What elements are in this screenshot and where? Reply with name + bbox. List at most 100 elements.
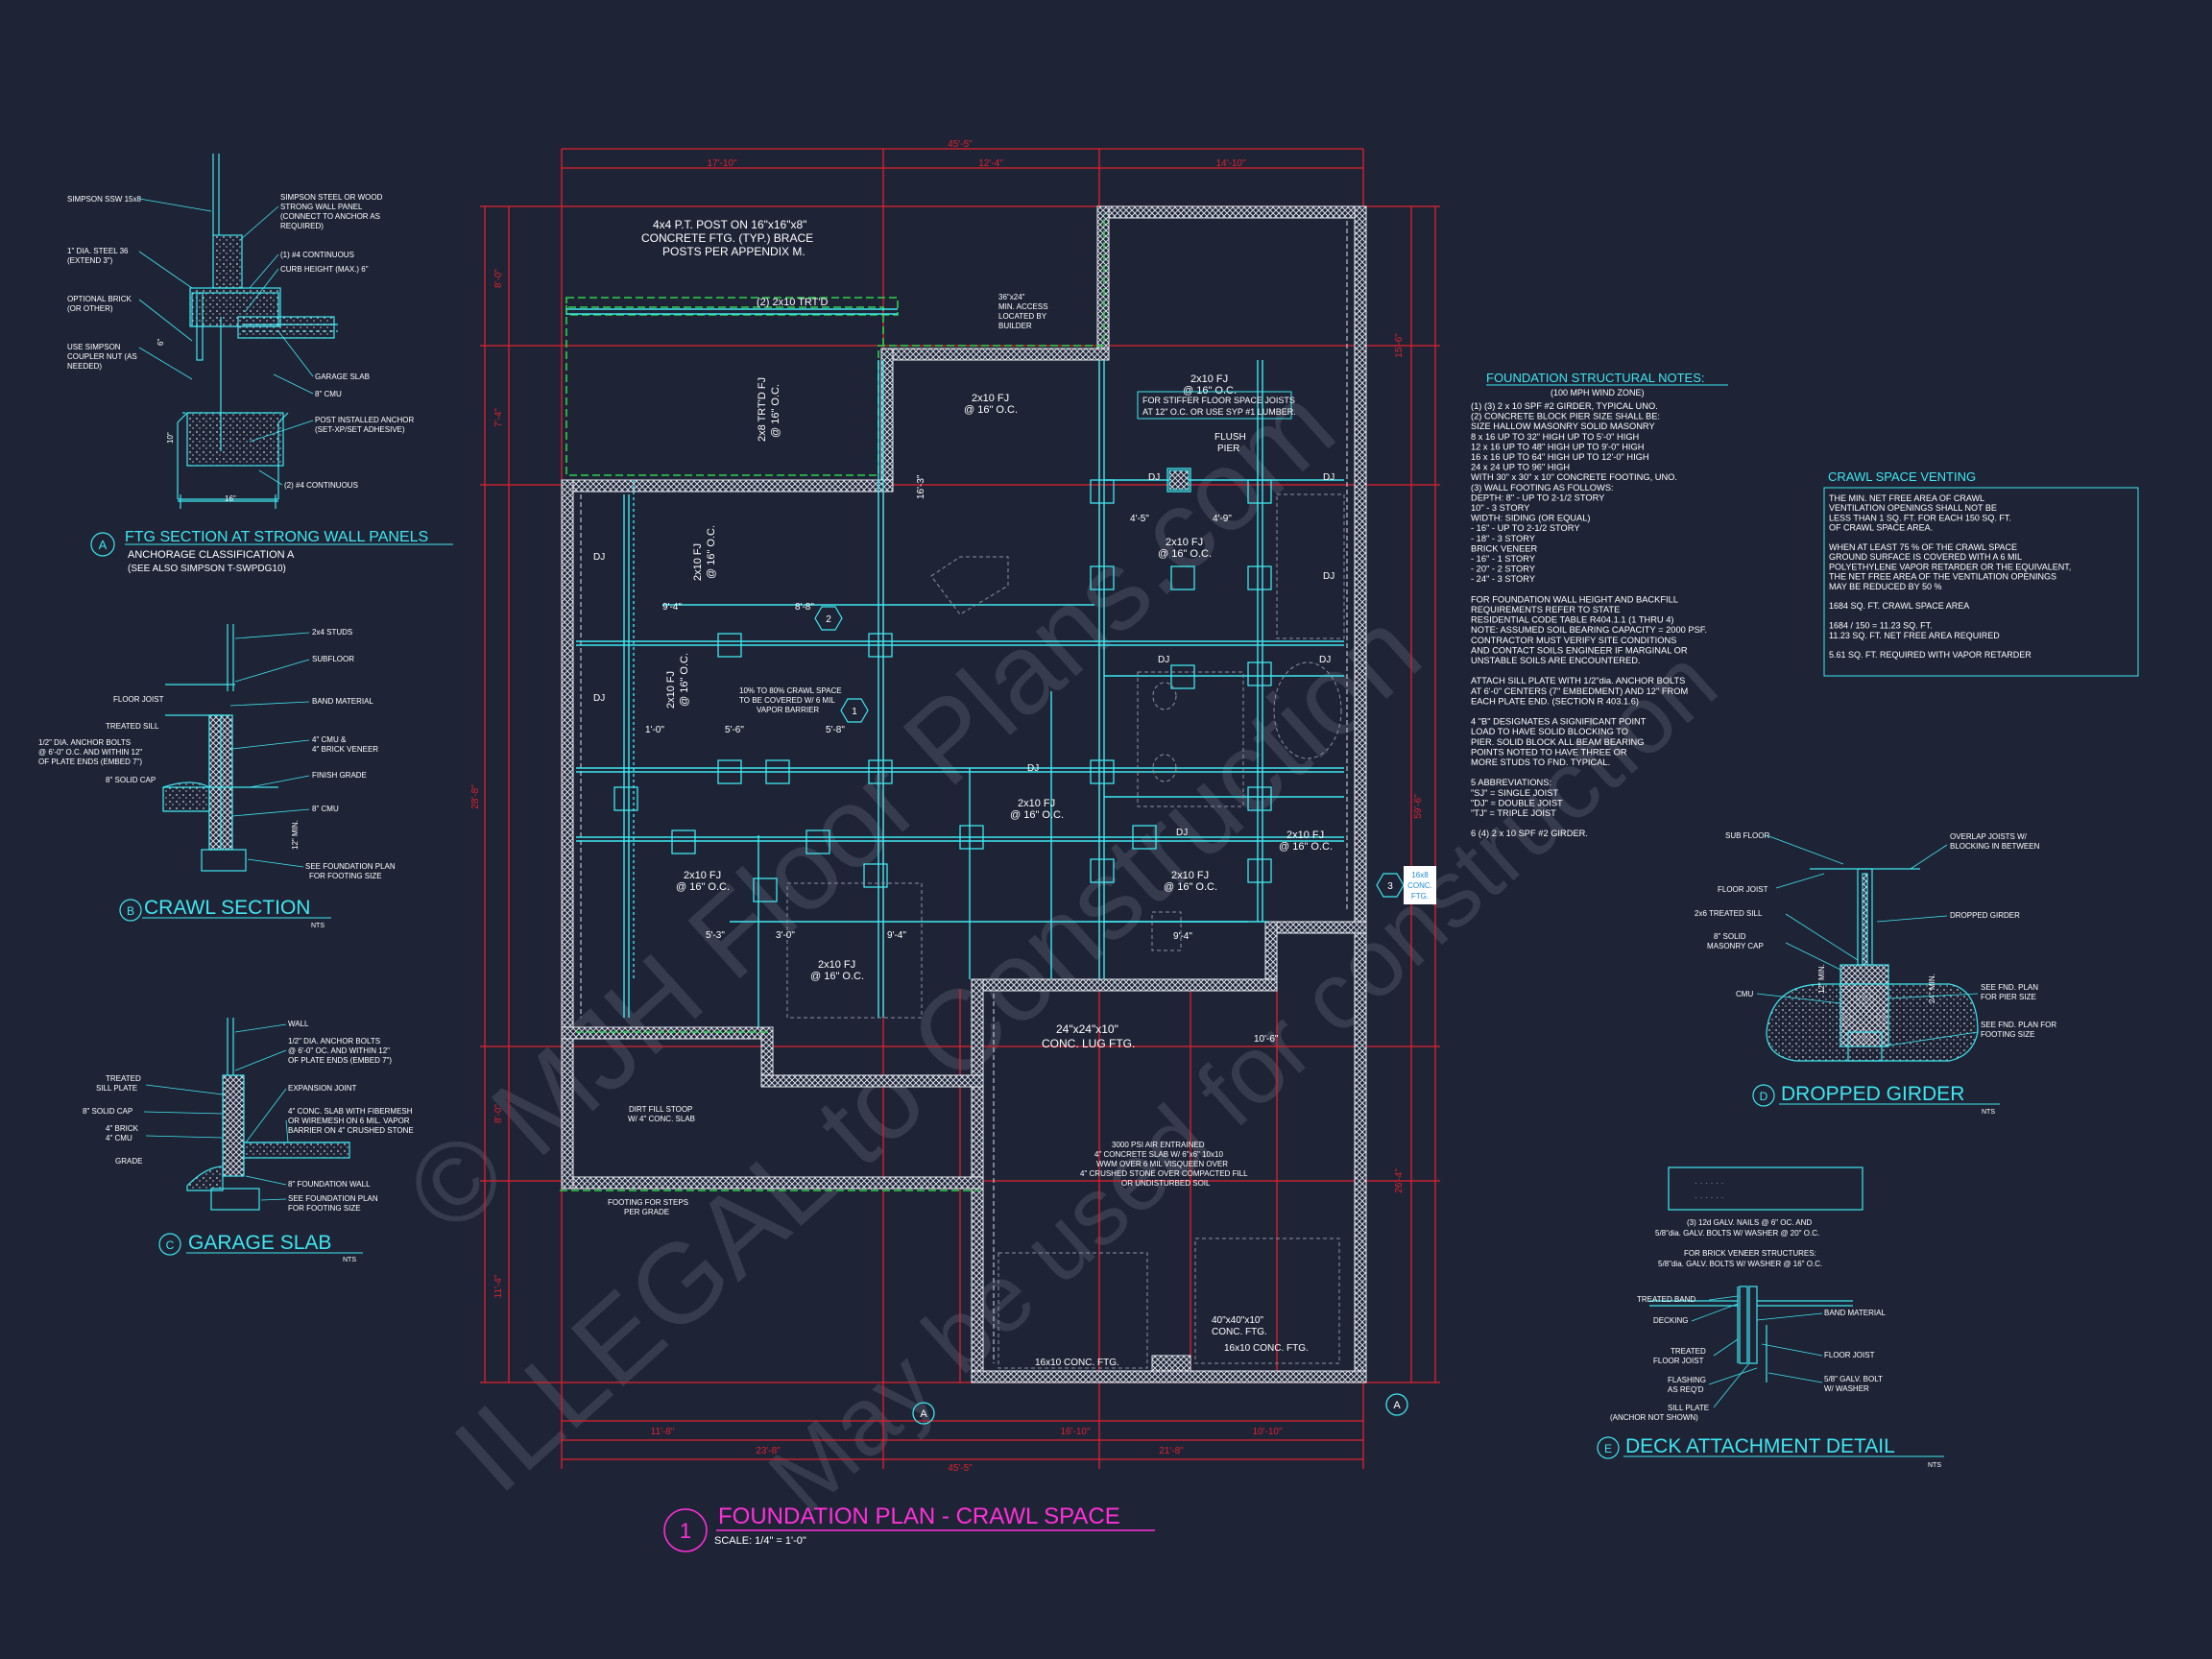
dim-bottom-overall: 45'-5" bbox=[948, 1463, 973, 1474]
label-d-ftg-2: FOOTING SIZE bbox=[1981, 1030, 2034, 1039]
dimension-texts: 45'-5" 17'-10" 12'-4" 14'-10" 11'-8" 23'… bbox=[470, 139, 1424, 1474]
section-a-left: A bbox=[920, 1408, 927, 1420]
detail-a-sub1: ANCHORAGE CLASSIFICATION A bbox=[128, 549, 295, 561]
label-panel-2: STRONG WALL PANEL bbox=[280, 203, 363, 211]
marker-3: 3 bbox=[1387, 881, 1393, 892]
structural_notes-line: 6 (4) 2 x 10 SPF #2 GIRDER. bbox=[1471, 829, 1588, 838]
detail-a: SIMPSON SSW 15x8 1" DIA. STEEL 36 (EXTEN… bbox=[67, 154, 453, 574]
label-floor-joist: FLOOR JOIST bbox=[113, 695, 164, 704]
label-c-brick-1: 4" BRICK bbox=[106, 1124, 139, 1133]
structural_notes-line: - 18" - 3 STORY bbox=[1471, 534, 1535, 543]
structural_notes-line: NOTE: ASSUMED SOIL BEARING CAPACITY = 20… bbox=[1471, 625, 1707, 635]
fj-9b: @ 16" O.C. bbox=[810, 971, 864, 982]
label-c-anchor-2: @ 6'-0" OC. AND WITHIN 12" bbox=[288, 1046, 390, 1055]
dim-left-b: 7'-4" bbox=[493, 408, 504, 427]
fj-5a: 2x10 FJ bbox=[1190, 373, 1228, 385]
detail-b-drawing bbox=[162, 624, 278, 872]
dim-int-10: 4'-9" bbox=[1213, 514, 1232, 524]
dj-label: DJ bbox=[1027, 763, 1039, 774]
fj-11a: 2x10 FJ bbox=[1286, 830, 1324, 841]
post-note-3: POSTS PER APPENDIX M. bbox=[662, 245, 805, 258]
detail-e-letter: E bbox=[1604, 1442, 1612, 1455]
label-d-subfloor: SUB FLOOR bbox=[1725, 831, 1769, 840]
ftg-40-1: 40"x40"x10" bbox=[1212, 1315, 1263, 1326]
section-markers: A A 2 1 3 16x8 CONC. FTG. bbox=[814, 606, 1436, 1425]
label-fnd-1: SEE FOUNDATION PLAN bbox=[305, 862, 396, 871]
structural-notes-lines: (1) (3) 2 x 10 SPF #2 GIRDER, TYPICAL UN… bbox=[1471, 401, 1707, 838]
dj-label: DJ bbox=[1319, 655, 1331, 665]
dim-top-a: 17'-10" bbox=[707, 158, 736, 169]
structural-notes-title: FOUNDATION STRUCTURAL NOTES: bbox=[1486, 371, 1705, 385]
label-e-flashing-2: AS REQ'D bbox=[1668, 1385, 1704, 1394]
label-steel-rod-2: (EXTEND 3") bbox=[67, 256, 113, 265]
crawl_venting-line: VENTILATION OPENINGS SHALL NOT BE bbox=[1829, 503, 1997, 513]
dim-int-3: 1'-0" bbox=[645, 725, 664, 735]
structural_notes-line: EACH PLATE END. (SECTION R 403.1.6) bbox=[1471, 696, 1639, 706]
detail-d-title: DROPPED GIRDER bbox=[1781, 1083, 1964, 1105]
dim-right-overall: 59'-6" bbox=[1413, 794, 1424, 819]
label-d-sill: 2x6 TREATED SILL bbox=[1695, 909, 1763, 918]
label-subfloor: SUBFLOOR bbox=[312, 655, 354, 663]
dim-int-1: 9'-4" bbox=[662, 602, 682, 613]
detail-a-leaders bbox=[138, 198, 314, 486]
structural_notes-line: WIDTH: SIDING (OR EQUAL) bbox=[1471, 514, 1590, 523]
steps-2: PER GRADE bbox=[624, 1208, 669, 1216]
label-coupler-3: NEEDED) bbox=[67, 362, 102, 371]
fj-8a: 2x10 FJ bbox=[684, 870, 721, 881]
label-cmu8: 8" CMU bbox=[312, 805, 339, 813]
detail-b-letter: B bbox=[127, 904, 134, 918]
dim-bottom-b: 23'-8" bbox=[756, 1446, 781, 1456]
label-panel-3: (CONNECT TO ANCHOR AS bbox=[280, 212, 380, 221]
plan-scale: SCALE: 1/4" = 1'-0" bbox=[714, 1535, 806, 1547]
fj-6b: @ 16" O.C. bbox=[1158, 548, 1212, 560]
label-e-flashing-1: FLASHING bbox=[1668, 1376, 1706, 1384]
structural_notes-line: 24 x 24 UP TO 96" HIGH bbox=[1471, 463, 1570, 472]
dim-int-4: 5'-6" bbox=[725, 725, 744, 735]
dim-left-e: 8'-0" bbox=[493, 1104, 504, 1123]
detail-c: WALL 1/2" DIA. ANCHOR BOLTS @ 6'-0" OC. … bbox=[83, 1018, 414, 1263]
structural_notes-line: - 16" - 1 STORY bbox=[1471, 554, 1535, 564]
label-c-sill-2: SILL PLATE bbox=[96, 1084, 137, 1093]
detail-e-drawing bbox=[1649, 1166, 1863, 1382]
fj-7b: @ 16" O.C. bbox=[1010, 809, 1064, 821]
structural_notes-line: 16 x 16 UP TO 64" HIGH UP TO 12'-0" HIGH bbox=[1471, 452, 1649, 462]
lug-2: CONC. LUG FTG. bbox=[1042, 1037, 1135, 1050]
dj-label: DJ bbox=[1148, 472, 1160, 483]
vapor-1: 10% TO 80% CRAWL SPACE bbox=[739, 686, 842, 695]
label-d-cmu: CMU bbox=[1736, 990, 1753, 998]
access-4: BUILDER bbox=[998, 322, 1032, 330]
structural_notes-line: 5 ABBREVIATIONS: bbox=[1471, 778, 1551, 787]
crawl_venting-line: 1684 / 150 = 11.23 SQ. FT. bbox=[1829, 621, 1933, 631]
label-e-tfj-1: TREATED bbox=[1671, 1347, 1706, 1356]
crawl_venting-line: OF CRAWL SPACE AREA. bbox=[1829, 523, 1933, 533]
label-c-sill-1: TREATED bbox=[106, 1074, 141, 1083]
dim-int-8: 9'-4" bbox=[887, 930, 906, 941]
plan-title: 1 FOUNDATION PLAN - CRAWL SPACE SCALE: 1… bbox=[663, 1503, 1155, 1552]
label-e-tfj-2: FLOOR JOIST bbox=[1653, 1357, 1704, 1365]
foundation-plan: 45'-5" 17'-10" 12'-4" 14'-10" 11'-8" 23'… bbox=[470, 139, 1440, 1552]
label-coupler: USE SIMPSON bbox=[67, 343, 121, 351]
fj-5b: @ 16" O.C. bbox=[1183, 385, 1237, 397]
fj-2a: 2x8 TRT'D FJ bbox=[757, 377, 768, 442]
crawl_venting-line: POLYETHYLENE VAPOR RETARDER OR THE EQUIV… bbox=[1829, 562, 2071, 571]
label-c-fnd-1: SEE FOUNDATION PLAN bbox=[288, 1194, 378, 1203]
structural_notes-line: 4 "B" DESIGNATES A SIGNIFICANT POINT bbox=[1471, 717, 1647, 727]
structural_notes-line: 12 x 16 UP TO 48" HIGH UP TO 9'-0" HIGH bbox=[1471, 442, 1644, 451]
label-d-cap-2: MASONRY CAP bbox=[1707, 942, 1764, 950]
label-c-slab-2: OR WIREMESH ON 6 MIL. VAPOR bbox=[288, 1117, 410, 1125]
label-overlap-2: BLOCKING IN BETWEEN bbox=[1950, 842, 2040, 851]
label-sill: TREATED SILL bbox=[106, 722, 159, 731]
label-panel: SIMPSON STEEL OR WOOD bbox=[280, 193, 383, 202]
label-d-min-24: 24" MIN. bbox=[1928, 974, 1936, 1003]
label-dim-16: 16" bbox=[225, 494, 236, 503]
fj-4b: @ 16" O.C. bbox=[679, 653, 690, 707]
structural-notes: FOUNDATION STRUCTURAL NOTES: (100 MPH WI… bbox=[1471, 371, 1728, 838]
label-e-veneer-1: FOR BRICK VENEER STRUCTURES: bbox=[1684, 1249, 1816, 1258]
crawl_venting-line: 1684 SQ. FT. CRAWL SPACE AREA bbox=[1829, 601, 1969, 611]
crawl-venting: CRAWL SPACE VENTING THE MIN. NET FREE AR… bbox=[1823, 469, 2139, 677]
structural_notes-line: RESIDENTIAL CODE TABLE R404.1.1 (1 THRU … bbox=[1471, 615, 1674, 625]
detail-b-labels: 2x4 STUDS SUBFLOOR FLOOR JOIST BAND MATE… bbox=[38, 628, 396, 880]
label-d-ftg-1: SEE FND. PLAN FOR bbox=[1981, 1021, 2056, 1029]
section-a-right: A bbox=[1393, 1400, 1401, 1411]
label-min: 12" MIN. bbox=[291, 820, 300, 850]
